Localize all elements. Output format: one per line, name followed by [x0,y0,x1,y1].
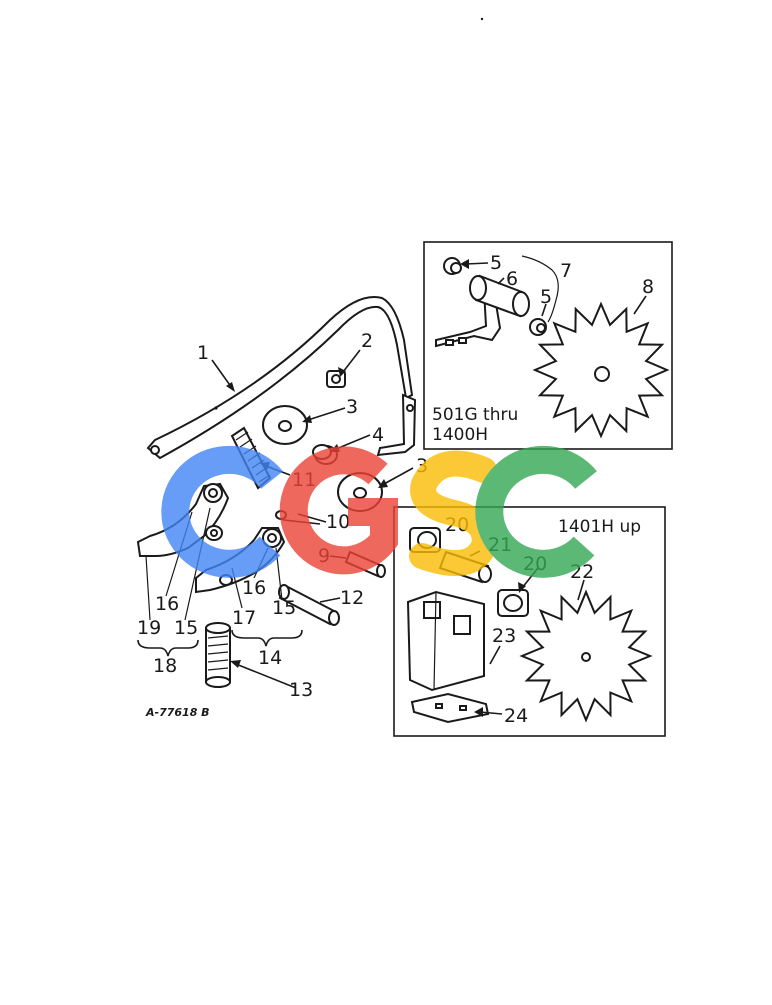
callout-2: 2 [361,330,373,352]
part-12-long-pin [278,584,340,626]
inset-top-label-line1: 501G thru [432,405,518,425]
callout-3a: 3 [346,396,358,418]
callout-10: 10 [326,511,350,533]
part-20-bearing-lower [497,589,529,617]
callouts-main: 1 2 3 4 3 11 10 9 12 13 14 15 15 16 16 1… [137,330,428,701]
part-24-plate [410,692,490,724]
callout-5b: 5 [540,286,552,308]
part-6-shaft [469,274,530,318]
part-8-star-wheel [532,301,670,439]
callout-7: 7 [560,260,572,282]
inset-bottom: 20 21 20 22 23 24 1401H up [393,506,666,737]
figure-code: A-77618 B [145,706,210,719]
callout-8: 8 [642,276,654,298]
callout-14: 14 [258,647,282,669]
callout-5a: 5 [490,252,502,274]
part-22-star-wheel [519,589,653,723]
callout-19: 19 [137,617,161,639]
callout-4: 4 [372,424,384,446]
callout-17: 17 [232,607,256,629]
part-23-bracket [406,590,485,692]
callout-15a: 15 [174,617,198,639]
speck [480,17,484,21]
inset-top: 5 6 7 5 8 501G thru 1400H [423,241,673,450]
inset-bottom-label: 1401H up [558,517,641,537]
callout-16b: 16 [242,577,266,599]
callout-1: 1 [197,342,209,364]
callout-6: 6 [506,268,518,290]
callout-18: 18 [153,655,177,677]
part-3-washer-upper [262,405,308,445]
cgsc-watermark-logo [161,445,597,578]
callout-13: 13 [289,679,313,701]
part-1-bar [146,296,417,460]
callout-15b: 15 [272,597,296,619]
callout-16a: 16 [155,593,179,615]
callout-12: 12 [340,587,364,609]
inset-top-label-line2: 1400H [432,425,488,445]
callout-24: 24 [504,705,528,727]
callout-23: 23 [492,625,516,647]
part-13-threaded-sleeve [205,622,231,688]
